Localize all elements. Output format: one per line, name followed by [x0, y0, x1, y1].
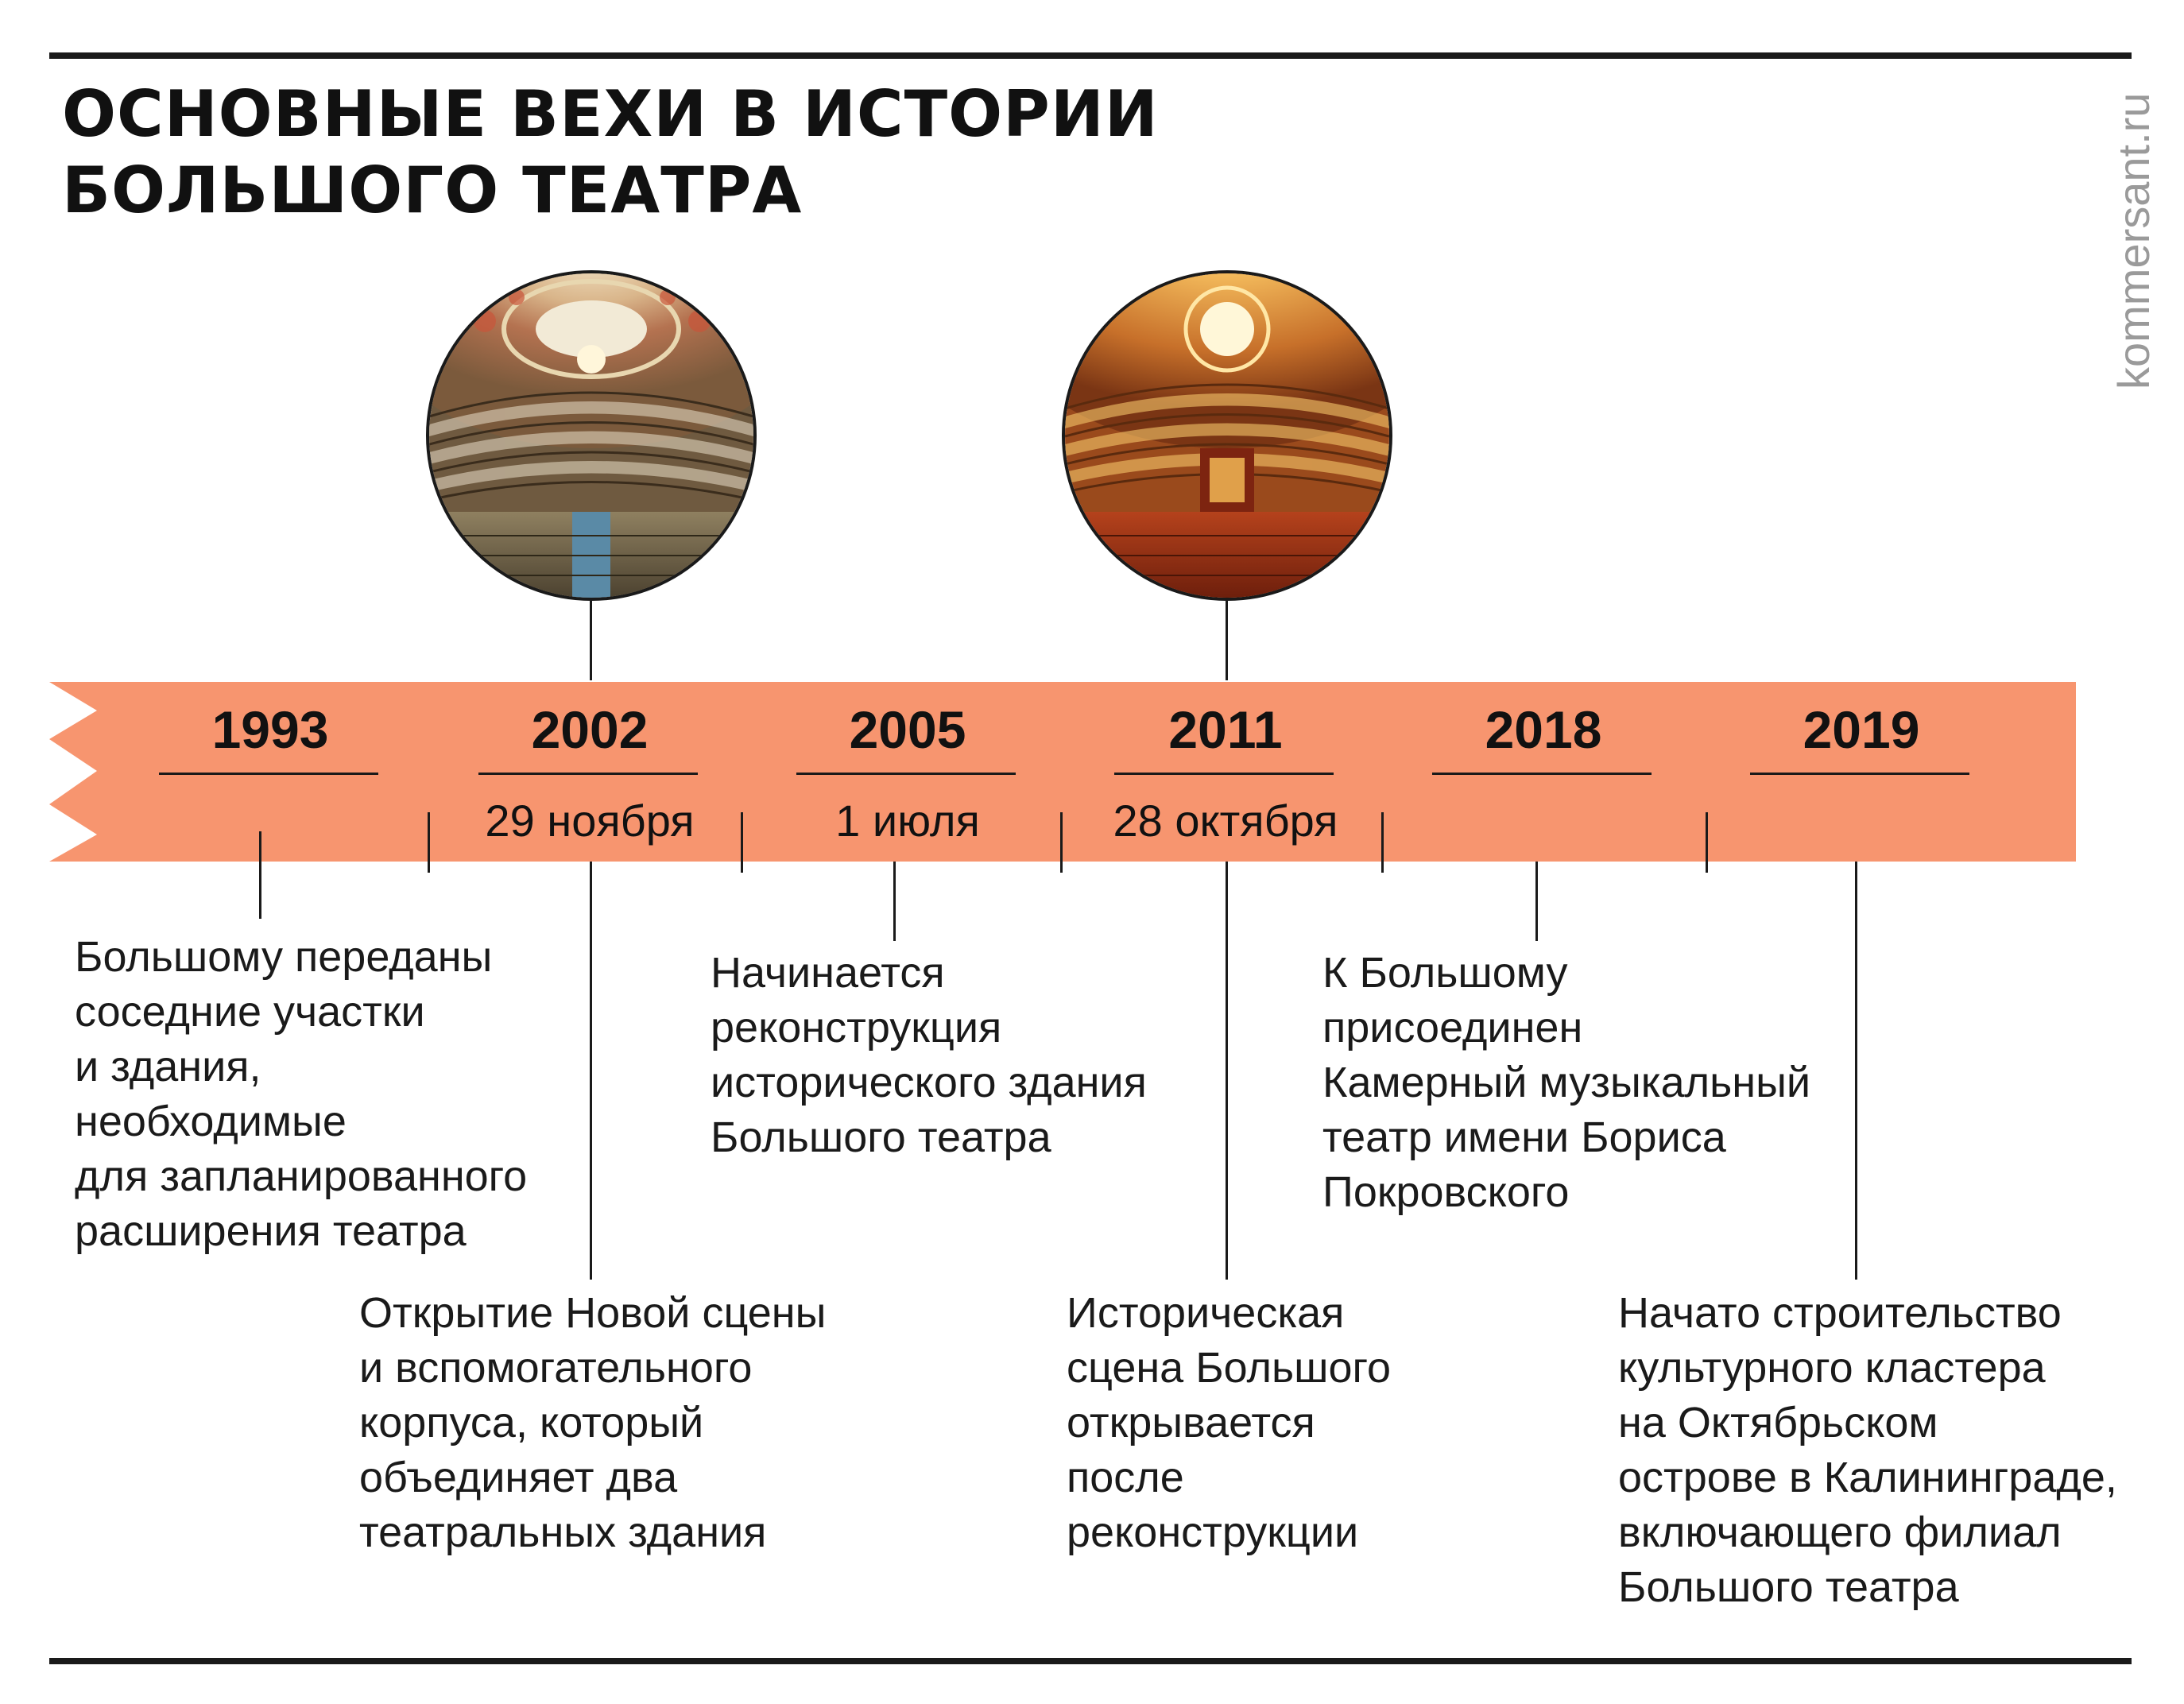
event-connector-2018 [1535, 862, 1538, 941]
year-label: 2011 [1168, 700, 1283, 759]
event-connector-2011 [1226, 862, 1228, 1280]
separator-tick [428, 812, 430, 873]
separator-tick [1706, 812, 1708, 873]
photo-connector-2002 [590, 601, 592, 680]
date-label: 1 июля [835, 796, 980, 846]
year-underline [1114, 773, 1334, 775]
page-title: ОСНОВНЫЕ ВЕХИ В ИСТОРИИ БОЛЬШОГО ТЕАТРА [62, 76, 1159, 229]
title-line-1: ОСНОВНЫЕ ВЕХИ В ИСТОРИИ [62, 77, 1159, 151]
event-description-2018: К Большому присоединен Камерный музыкаль… [1322, 949, 1811, 1216]
event-description-2011: Историческая сцена Большого открывается … [1067, 1289, 1392, 1556]
timeline-band [49, 682, 2076, 862]
year-label: 2005 [849, 700, 966, 759]
year-label: 2018 [1485, 700, 1602, 759]
year-underline [1432, 773, 1652, 775]
event-description-1993: Большому переданы соседние участки и зда… [75, 933, 528, 1255]
year-label: 2019 [1803, 700, 1920, 759]
separator-tick [1381, 812, 1384, 873]
event-connector-2005 [893, 862, 896, 941]
year-label: 2002 [531, 700, 649, 759]
year-underline [796, 773, 1016, 775]
event-connector-2002 [590, 862, 592, 1280]
year-underline [478, 773, 698, 775]
separator-tick [741, 812, 743, 873]
year-underline [1750, 773, 1969, 775]
event-connector-1993 [259, 831, 261, 919]
historic-stage-photo [1062, 270, 1392, 601]
year-underline [159, 773, 378, 775]
event-description-2002: Открытие Новой сцены и вспомогательного … [359, 1289, 827, 1556]
timeline-band-shape [49, 682, 2076, 862]
separator-tick [1060, 812, 1063, 873]
bottom-rule [49, 1658, 2132, 1664]
date-label: 28 октября [1113, 796, 1338, 846]
event-description-2019: Начато строительство культурного кластер… [1618, 1289, 2117, 1611]
photo-connector-2011 [1226, 601, 1228, 680]
event-description-2005: Начинается реконструкция исторического з… [711, 949, 1147, 1161]
top-rule [49, 52, 2132, 59]
year-label: 1993 [211, 700, 329, 759]
event-connector-2019 [1855, 862, 1857, 1280]
title-line-2: БОЛЬШОГО ТЕАТРА [62, 153, 803, 227]
date-label: 29 ноября [485, 796, 695, 846]
theater-hall-photo-icon [1065, 273, 1389, 598]
